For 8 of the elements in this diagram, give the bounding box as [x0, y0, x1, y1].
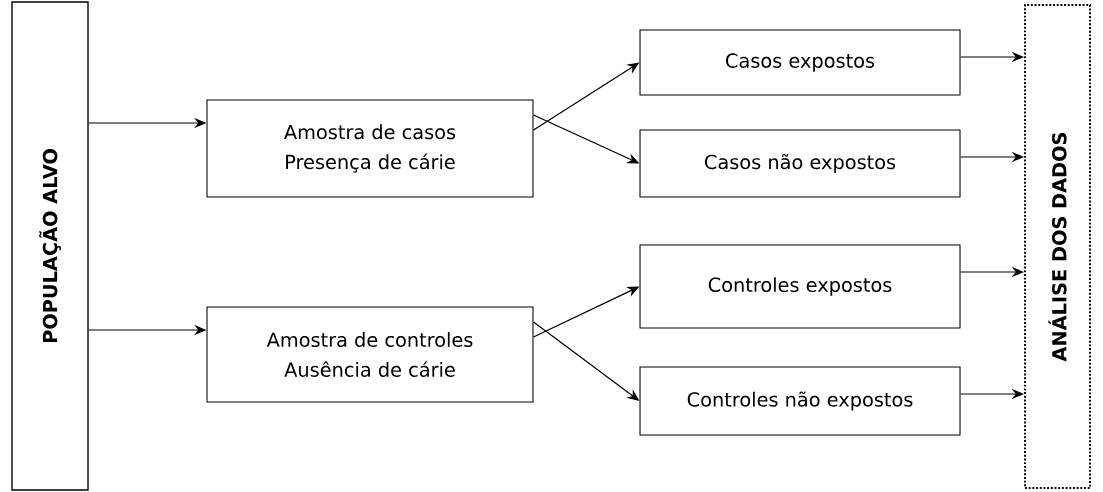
process-box: Amostra de casos Presença de cárie — [206, 99, 534, 198]
analysis-box: ANÁLISE DOS DADOS — [1024, 4, 1091, 489]
population-box: POPULAÇÃO ALVO — [11, 1, 89, 491]
process-box: Amostra de controles Ausência de cárie — [206, 306, 534, 403]
process-box: Casos não expostos — [639, 129, 961, 198]
process-box: Controles não expostos — [639, 366, 961, 436]
process-box: Casos expostos — [639, 29, 961, 96]
process-box: Controles expostos — [639, 244, 961, 329]
